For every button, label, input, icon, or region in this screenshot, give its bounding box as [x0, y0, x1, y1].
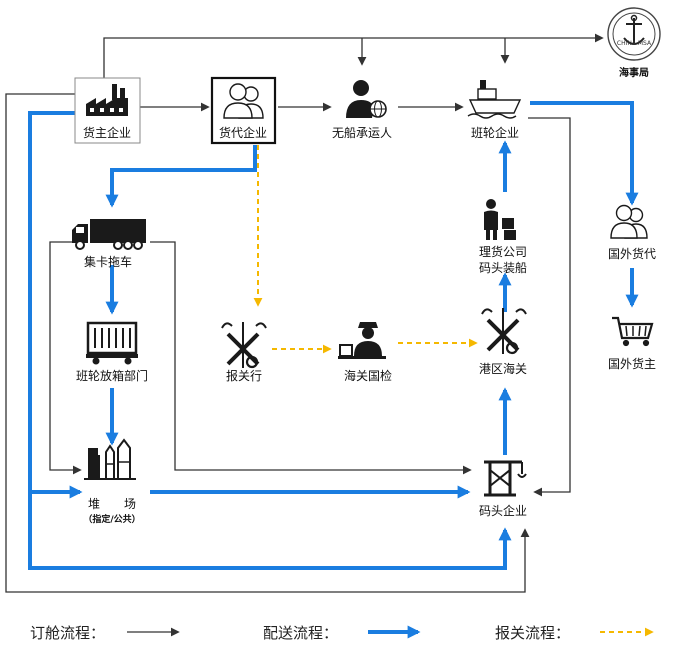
booking-line-top-msa	[103, 33, 604, 78]
delivery-flow-lines	[28, 101, 639, 570]
truck-label: 集卡拖车	[83, 255, 133, 269]
shipper-label: 货主企业	[82, 126, 132, 140]
foreign-forwarder-label: 国外货代	[607, 247, 657, 261]
foreign-shipper-label: 国外货主	[607, 357, 657, 371]
terminal-label: 码头企业	[478, 504, 528, 518]
yard-crane-icon	[84, 438, 136, 480]
booking-line-truck-terminal	[150, 241, 472, 475]
truck-icon	[72, 219, 146, 250]
nvocc-label: 无船承运人	[331, 126, 393, 140]
msa-label: 海事局	[619, 68, 649, 79]
booking-line-shipper-terminal	[5, 93, 530, 593]
msa-seal-text: CHINA MSA	[616, 40, 652, 47]
port-customs-label: 港区海关	[478, 362, 528, 376]
factory-icon	[86, 84, 128, 116]
customs-flow-lines	[253, 145, 478, 354]
container-release-label: 班轮放箱部门	[75, 369, 149, 383]
customs-broker-emblem-icon	[221, 322, 267, 369]
booking-line-liner-terminal	[528, 117, 571, 497]
delivery-line-forwarder-truck	[105, 145, 257, 208]
liner-label: 班轮企业	[470, 126, 520, 140]
people-icon	[223, 83, 264, 119]
legend-delivery-label: 配送流程：	[263, 624, 339, 642]
agent-globe-icon	[346, 80, 387, 118]
booking-line-truck-yard	[49, 241, 82, 475]
ship-icon	[467, 80, 522, 119]
inspection-label: 海关国检	[343, 369, 393, 383]
foreign-forwarder-people-icon	[610, 204, 648, 239]
delivery-line-bottom-terminal	[28, 492, 512, 570]
delivery-line-liner-foreign	[530, 101, 639, 206]
legend-booking-label: 订舱流程：	[30, 624, 106, 642]
port-customs-emblem-icon	[481, 308, 527, 355]
tally-label-line2: 码头装船	[478, 261, 528, 275]
customs-broker-label: 报关行	[225, 369, 263, 383]
legend-customs-label: 报关流程：	[495, 624, 571, 642]
delivery-line-shipper-yard	[28, 111, 83, 499]
yard-label: 堆 场	[87, 497, 137, 511]
tally-label-line1: 理货公司	[478, 245, 528, 259]
inspection-officer-icon	[338, 322, 386, 359]
yard-sublabel: （指定/公共）	[83, 515, 141, 525]
shopping-cart-icon	[612, 316, 654, 347]
booking-flow-lines	[5, 33, 604, 593]
msa-seal-icon	[607, 7, 661, 61]
tally-worker-icon	[484, 199, 516, 240]
container-icon	[86, 321, 138, 365]
forwarder-label: 货代企业	[218, 126, 268, 140]
terminal-crane-icon	[484, 460, 527, 497]
